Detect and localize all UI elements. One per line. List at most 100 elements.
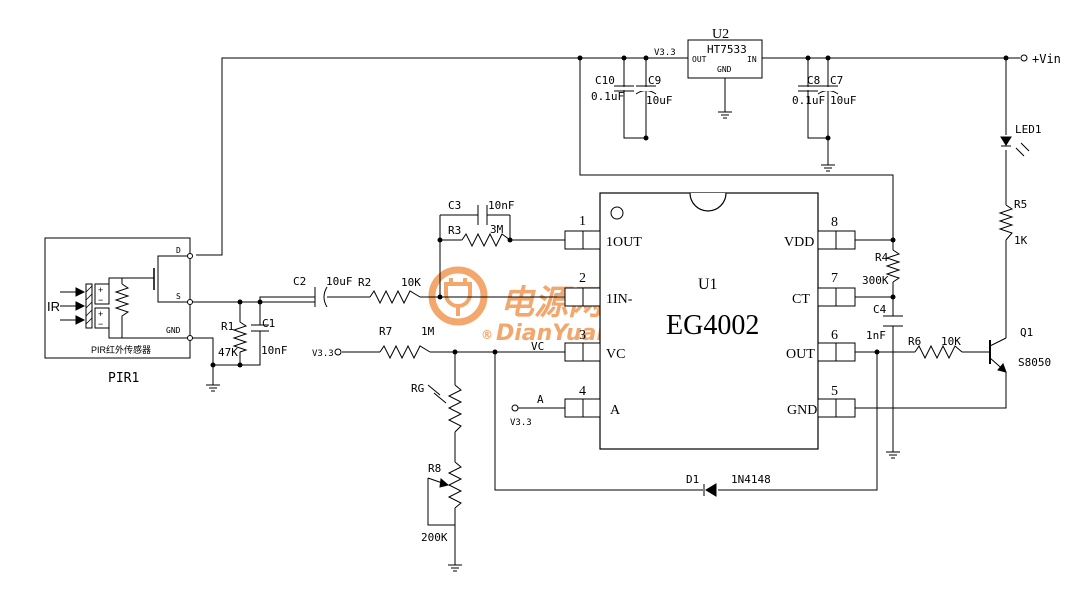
r6-resistor bbox=[914, 344, 963, 360]
u2-regulator: U2 HT7533 OUT IN GND bbox=[687, 27, 763, 79]
u2-part: HT7533 bbox=[707, 43, 747, 56]
v33-terminal-r7 bbox=[334, 348, 342, 356]
c4-capacitor bbox=[883, 315, 903, 327]
c10-value: 0.1uF bbox=[591, 90, 624, 103]
u1-body bbox=[599, 192, 819, 450]
u1-pin-2: 2 1IN- bbox=[564, 271, 633, 307]
r2-ref: R2 bbox=[358, 276, 371, 289]
pin-number: 2 bbox=[579, 271, 586, 286]
junction bbox=[1003, 55, 1009, 61]
u1-pin-5: 5 GND bbox=[787, 384, 856, 418]
u2-pin-out: OUT bbox=[692, 55, 707, 64]
pir-sensor: IR + − + − bbox=[44, 237, 193, 359]
r7-ref: R7 bbox=[379, 325, 392, 338]
junction bbox=[643, 55, 649, 61]
junction bbox=[890, 294, 896, 300]
svg-text:+: + bbox=[98, 285, 103, 295]
c7-ref: C7 bbox=[830, 74, 843, 87]
c9-ref: C9 bbox=[648, 74, 661, 87]
u1-pin-8: 8 VDD bbox=[784, 215, 856, 250]
pin-number: 4 bbox=[579, 384, 586, 399]
v33-a-label: V3.3 bbox=[510, 418, 532, 428]
r8-value: 200K bbox=[421, 531, 448, 544]
wire-pir-gnd bbox=[190, 337, 214, 385]
d1-ref: D1 bbox=[686, 473, 699, 486]
junction bbox=[452, 349, 458, 355]
wire-vdd bbox=[579, 58, 894, 241]
c8-capacitor bbox=[798, 85, 818, 92]
c3-capacitor bbox=[477, 205, 488, 225]
r5-value: 1K bbox=[1014, 234, 1028, 247]
pin-name: A bbox=[610, 403, 621, 418]
d1-value: 1N4148 bbox=[731, 473, 771, 486]
u2-pin-gnd: GND bbox=[717, 65, 732, 74]
pyro-cell-upper bbox=[94, 283, 110, 305]
junction bbox=[874, 349, 880, 355]
light-arrow-icon bbox=[427, 384, 441, 396]
ground-symbols bbox=[206, 111, 900, 572]
u2-body bbox=[687, 39, 763, 79]
junction bbox=[577, 55, 583, 61]
r3-value: 3M bbox=[490, 223, 504, 236]
c4-ref: C4 bbox=[873, 303, 887, 316]
r4-value: 300K bbox=[862, 274, 889, 287]
u1-pin-1: 1 1OUT bbox=[564, 214, 642, 250]
ground-icon bbox=[718, 111, 732, 119]
pir-pin-d: D bbox=[176, 246, 181, 255]
c10-capacitor bbox=[614, 85, 634, 92]
r3-resistor bbox=[461, 232, 511, 248]
pin-name: OUT bbox=[786, 347, 815, 362]
junction bbox=[643, 135, 649, 141]
junction bbox=[237, 362, 243, 368]
ground-icon bbox=[206, 384, 220, 392]
wire-d1-right bbox=[718, 352, 878, 491]
v33-rail-label: V3.3 bbox=[654, 48, 676, 58]
r8-potentiometer bbox=[427, 461, 463, 509]
u2-pin-in: IN bbox=[747, 55, 757, 64]
junction bbox=[805, 55, 811, 61]
q1-transistor bbox=[989, 337, 1007, 373]
vin-terminal bbox=[1020, 54, 1028, 62]
junction bbox=[890, 237, 896, 243]
c7-value: 10uF bbox=[830, 94, 857, 107]
pin-number: 5 bbox=[831, 384, 838, 399]
c1-ref: C1 bbox=[262, 317, 275, 330]
watermark-mark: ® bbox=[481, 328, 493, 342]
pin-name: 1OUT bbox=[606, 235, 642, 250]
r5-resistor bbox=[998, 204, 1014, 241]
c2-value: 10uF bbox=[326, 275, 353, 288]
u1-notch bbox=[689, 192, 727, 212]
u2-designator: U2 bbox=[712, 27, 729, 42]
svg-text:−: − bbox=[98, 319, 103, 329]
junction bbox=[210, 362, 216, 368]
led-arrow-icon bbox=[1020, 142, 1030, 152]
watermark-plug-icon bbox=[444, 278, 472, 316]
ground-icon bbox=[821, 164, 835, 172]
emitter-arrow-icon bbox=[997, 363, 1007, 373]
c2-capacitor bbox=[314, 286, 328, 308]
pyro-lens-icon bbox=[85, 283, 93, 329]
r4-ref: R4 bbox=[875, 251, 889, 264]
r1-ref: R1 bbox=[221, 320, 234, 333]
c3-value: 10nF bbox=[488, 199, 515, 212]
c8-value: 0.1uF bbox=[792, 94, 825, 107]
wire-c10 bbox=[623, 58, 646, 139]
wire-pir-d-rail bbox=[196, 57, 688, 256]
u1-pin-4: 4 A bbox=[564, 384, 621, 418]
a-net-label: A bbox=[537, 393, 544, 406]
u1-pin-7: 7 CT bbox=[792, 271, 856, 307]
rg-ref: RG bbox=[411, 382, 424, 395]
junction bbox=[492, 349, 498, 355]
r7-resistor bbox=[379, 344, 431, 360]
c1-capacitor bbox=[251, 324, 269, 332]
led-arrow-icon bbox=[1015, 147, 1025, 157]
wire-q1-emitter bbox=[855, 372, 1007, 409]
pir-pin-s: S bbox=[176, 292, 181, 301]
u1-part: EG4002 bbox=[666, 310, 759, 341]
c4-value: 1nF bbox=[866, 329, 886, 342]
light-arrow-icon bbox=[433, 392, 447, 404]
led1-diode bbox=[1000, 136, 1030, 157]
c3-ref: C3 bbox=[448, 199, 461, 212]
pin-number: 6 bbox=[831, 328, 838, 343]
